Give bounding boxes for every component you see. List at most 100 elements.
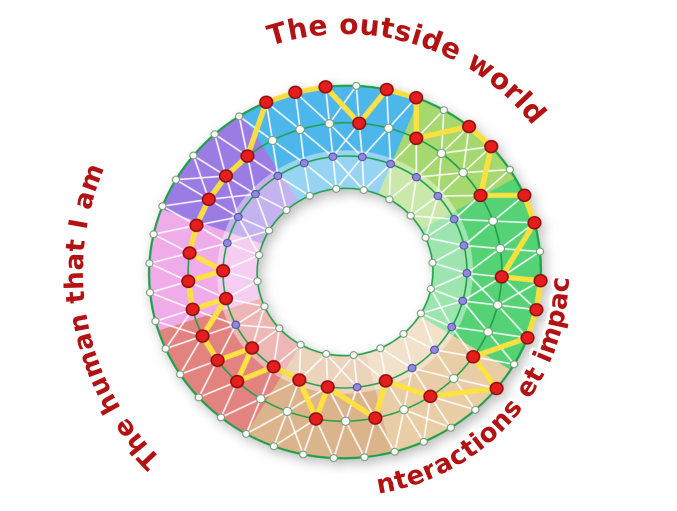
node[interactable] [171,175,181,184]
red-node[interactable] [517,188,532,203]
node[interactable] [322,349,331,358]
node[interactable] [458,167,468,178]
red-node[interactable] [182,246,197,260]
red-node[interactable] [489,381,504,396]
node[interactable] [386,159,396,169]
red-node[interactable] [292,373,307,387]
sector-light-green[interactable] [369,90,520,234]
node[interactable] [411,173,421,182]
node[interactable] [324,119,335,129]
node[interactable] [264,226,274,235]
node[interactable] [242,429,251,438]
node[interactable] [488,216,498,226]
red-node[interactable] [409,90,424,105]
red-node[interactable] [368,411,383,425]
node[interactable] [189,151,198,160]
red-node[interactable] [259,95,274,109]
node[interactable] [158,202,167,211]
node[interactable] [233,212,243,222]
node[interactable] [360,453,369,462]
red-node[interactable] [527,216,542,230]
node[interactable] [222,238,232,248]
node[interactable] [535,247,545,256]
node[interactable] [505,165,514,174]
node[interactable] [458,296,468,306]
node[interactable] [462,269,472,278]
red-node[interactable] [320,380,335,394]
red-node[interactable] [378,374,393,388]
node[interactable] [282,406,293,416]
node[interactable] [161,344,170,353]
red-node[interactable] [185,302,200,317]
red-node[interactable] [484,139,499,154]
red-node[interactable] [409,131,424,146]
node[interactable] [267,135,278,146]
red-node[interactable] [266,359,281,374]
node[interactable] [260,302,269,311]
node[interactable] [305,191,314,200]
node[interactable] [448,373,459,384]
node[interactable] [269,442,278,451]
node[interactable] [151,317,160,326]
node[interactable] [406,211,415,220]
node[interactable] [235,112,244,121]
node[interactable] [231,320,241,330]
node[interactable] [419,437,428,446]
node[interactable] [459,241,469,250]
node[interactable] [340,416,351,426]
red-node[interactable] [352,116,367,130]
red-node[interactable] [201,192,216,207]
node[interactable] [359,186,368,195]
node[interactable] [495,243,506,254]
red-node[interactable] [215,264,231,278]
node[interactable] [446,423,455,432]
red-node[interactable] [218,169,234,183]
node[interactable] [433,191,443,201]
red-node[interactable] [473,188,488,203]
red-node[interactable] [189,218,204,233]
node[interactable] [399,329,408,338]
node[interactable] [376,344,385,353]
red-node[interactable] [461,119,477,134]
node[interactable] [251,189,260,199]
node[interactable] [210,130,219,139]
node[interactable] [416,309,426,318]
node[interactable] [352,383,362,392]
node[interactable] [430,345,439,355]
red-node[interactable] [318,80,333,94]
node[interactable] [349,351,358,360]
node[interactable] [328,152,338,161]
node[interactable] [275,324,284,333]
node[interactable] [273,171,283,181]
node[interactable] [407,363,417,373]
red-node[interactable] [244,341,260,355]
node[interactable] [299,450,308,459]
node[interactable] [145,259,154,268]
node[interactable] [253,277,262,286]
node[interactable] [492,300,503,310]
node[interactable] [332,184,341,193]
red-node[interactable] [379,82,394,97]
node[interactable] [352,81,361,90]
node[interactable] [447,322,457,332]
node[interactable] [145,288,155,297]
red-node[interactable] [466,349,481,364]
node[interactable] [296,340,305,349]
node[interactable] [254,251,264,260]
node[interactable] [295,124,305,135]
red-node[interactable] [494,270,509,284]
node[interactable] [399,405,409,415]
red-node[interactable] [533,273,548,288]
red-node[interactable] [181,274,196,289]
red-node[interactable] [230,374,245,389]
node[interactable] [194,393,203,402]
red-node[interactable] [195,329,210,343]
red-node[interactable] [218,291,234,306]
node[interactable] [439,106,448,115]
red-node[interactable] [423,389,438,404]
node[interactable] [426,284,436,293]
red-node[interactable] [288,85,303,100]
node[interactable] [449,214,459,224]
node[interactable] [421,233,430,242]
node[interactable] [428,258,437,267]
